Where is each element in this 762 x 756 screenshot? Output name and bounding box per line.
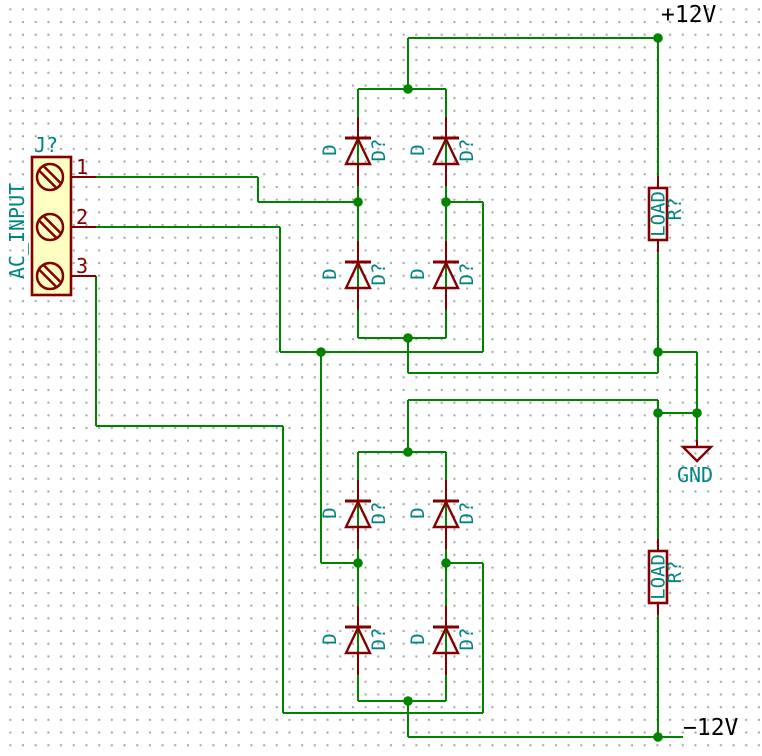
screw-circle <box>35 261 65 291</box>
resistor-value[interactable]: LOAD <box>648 554 670 600</box>
junction-dot[interactable] <box>353 558 363 568</box>
pin-number[interactable]: 2 <box>76 205 88 229</box>
gnd-triangle-icon <box>680 445 714 463</box>
diode-reference[interactable]: D? <box>368 139 390 162</box>
screw-terminal-icon <box>35 261 65 291</box>
gnd-symbol[interactable]: GND <box>677 440 714 487</box>
diode[interactable]: D D? <box>407 480 478 549</box>
diode[interactable]: D D? <box>407 117 478 186</box>
junction-dot[interactable] <box>316 347 326 357</box>
resistor-reference[interactable]: R? <box>664 198 686 221</box>
diode-value[interactable]: D <box>407 633 429 644</box>
screw-slot <box>38 170 57 189</box>
diode[interactable]: D D? <box>319 480 390 549</box>
screw-circle <box>35 212 65 242</box>
diode[interactable]: D D? <box>407 606 478 675</box>
diode-value[interactable]: D <box>319 144 341 155</box>
screw-slot <box>43 215 62 234</box>
pin-number[interactable]: 1 <box>76 155 88 179</box>
junction-dot[interactable] <box>441 558 451 568</box>
junction-dot[interactable] <box>653 347 663 357</box>
junction-dot[interactable] <box>403 447 413 457</box>
screw-terminal-icon <box>35 212 65 242</box>
junction-dot[interactable] <box>653 33 663 43</box>
screw-terminal-icon <box>35 162 65 192</box>
diode-triangle <box>432 136 460 166</box>
diode[interactable]: D D? <box>319 117 390 186</box>
junction-dot[interactable] <box>403 333 413 343</box>
resistor-body[interactable] <box>647 549 669 605</box>
diode[interactable]: D D? <box>319 606 390 675</box>
junction-dot[interactable] <box>441 197 451 207</box>
resistor-value[interactable]: LOAD <box>648 191 670 237</box>
junction-dot[interactable] <box>692 408 702 418</box>
connector-j[interactable]: 1 2 3 J? AC_INPUT <box>5 133 96 297</box>
diode-reference[interactable]: D? <box>456 628 478 651</box>
diode-value[interactable]: D <box>407 144 429 155</box>
diode-triangle <box>344 260 372 290</box>
diode-reference[interactable]: D? <box>456 502 478 525</box>
junction-dot[interactable] <box>353 197 363 207</box>
diode-triangle <box>432 625 460 655</box>
gnd-label[interactable]: GND <box>677 463 713 487</box>
resistor-reference[interactable]: R? <box>664 561 686 584</box>
connector-reference[interactable]: J? <box>34 133 58 157</box>
diode-reference[interactable]: D? <box>368 502 390 525</box>
diode-reference[interactable]: D? <box>456 263 478 286</box>
screw-slot <box>43 264 62 283</box>
junction-dot[interactable] <box>653 732 663 742</box>
diode[interactable]: D D? <box>407 241 478 310</box>
diode-reference[interactable]: D? <box>368 263 390 286</box>
screw-circle <box>35 162 65 192</box>
resistor-body[interactable] <box>647 186 669 242</box>
diode-triangle <box>432 499 460 529</box>
screw-slot <box>38 220 57 239</box>
diode-value[interactable]: D <box>319 507 341 518</box>
diode[interactable]: D D? <box>319 241 390 310</box>
diode-value[interactable]: D <box>407 507 429 518</box>
power-label-plus12v[interactable]: +12V <box>661 2 717 28</box>
diode-triangle <box>344 136 372 166</box>
junction-dot[interactable] <box>403 696 413 706</box>
diode-value[interactable]: D <box>319 633 341 644</box>
power-label-minus12v[interactable]: −12V <box>683 715 739 741</box>
junction-dot[interactable] <box>403 84 413 94</box>
screw-slot <box>43 165 62 184</box>
junction-dot[interactable] <box>653 408 663 418</box>
pin-number[interactable]: 3 <box>76 254 88 278</box>
diode-value[interactable]: D <box>319 268 341 279</box>
diode-triangle <box>344 625 372 655</box>
connector-value[interactable]: AC_INPUT <box>5 183 29 279</box>
diode-triangle <box>344 499 372 529</box>
diode-triangle <box>432 260 460 290</box>
screw-slot <box>38 269 57 288</box>
diode-reference[interactable]: D? <box>368 628 390 651</box>
diode-reference[interactable]: D? <box>456 139 478 162</box>
diode-value[interactable]: D <box>407 268 429 279</box>
